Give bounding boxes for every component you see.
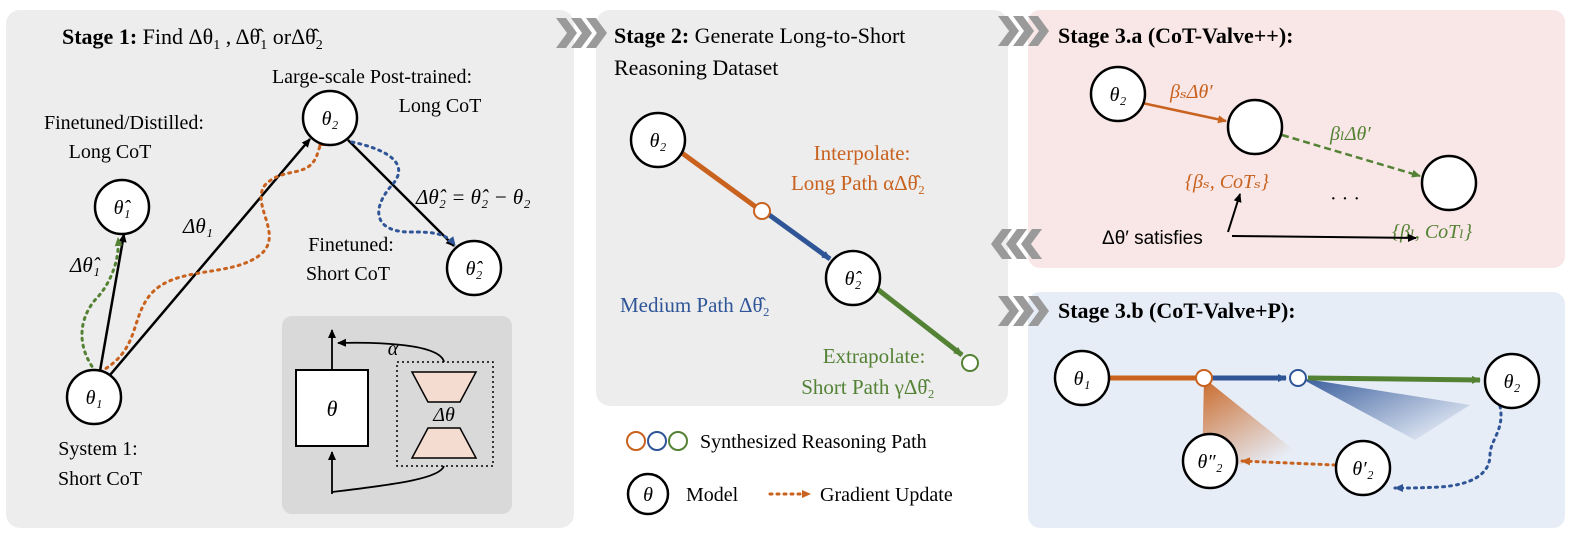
stage2-synth-point-green <box>961 354 979 372</box>
legend-green-circle <box>668 431 688 451</box>
label-system1-line2: Short CoT <box>58 468 142 490</box>
node-theta2: θ₂ <box>301 89 359 147</box>
stage2-medium-path <box>766 211 832 262</box>
svg-text:θ: θ <box>327 396 338 421</box>
stage3b-synth-point-blue <box>1289 369 1307 387</box>
gradient-path-blue <box>350 140 457 247</box>
stage3a-edge-short-label: βₛΔθ′ <box>1169 81 1213 103</box>
equation-delta-theta2: Δθ̂₂ = θ̂₂ − θ₂ <box>415 185 531 209</box>
legend-model-circle <box>626 472 670 516</box>
stage2-synth-point-orange <box>753 202 771 220</box>
legend-orange-circle <box>626 431 646 451</box>
svg-text:θ″₂: θ″₂ <box>1197 451 1222 473</box>
stage3a-edge-short <box>1141 101 1227 124</box>
legend-model-label: Model <box>686 484 739 506</box>
stage3b-node-theta2-dprime: θ″₂ <box>1181 432 1239 490</box>
legend: Synthesized Reasoning Path θ Model Gradi… <box>626 431 953 516</box>
stage3b-node-theta2-prime: θ′₂ <box>1334 439 1392 497</box>
stage2-panel <box>596 10 1008 406</box>
stage3b-node-theta2: θ₂ <box>1483 352 1541 410</box>
adapter-inset: θ Δθ α <box>282 316 512 514</box>
stage2-extrapolate-line1: Extrapolate: <box>823 344 926 368</box>
node-theta-hat2: θ̂₂ <box>445 239 503 297</box>
legend-blue-circle <box>647 431 667 451</box>
stage3a-arrow-to-long <box>1231 233 1417 242</box>
stage2-interpolate-line1: Interpolate: <box>814 141 911 165</box>
stage3a-edge-long-label: βₗΔθ′ <box>1329 123 1371 145</box>
arrow-theta2-to-theta-hat2 <box>347 139 455 247</box>
stage3b-gradient-blue <box>1393 404 1503 492</box>
gradient-path-orange <box>98 136 326 374</box>
stage3b-panel <box>1028 292 1565 528</box>
chevron-right-icon <box>998 16 1049 46</box>
stage2-long-path <box>680 150 762 213</box>
svg-text:α: α <box>388 338 399 360</box>
stage3b-synth-point-orange <box>1195 369 1213 387</box>
stage3b-title: Stage 3.b (CoT-Valve+P): <box>1058 298 1296 323</box>
label-largescale-line1: Large-scale Post-trained: <box>272 66 472 88</box>
stage3a-node-short <box>1226 98 1284 156</box>
stage3b-fan-blue <box>1300 378 1470 440</box>
stage3a-edge-long <box>1281 133 1421 178</box>
chevron-right-icon <box>998 296 1049 326</box>
stage2-title-line2: Reasoning Dataset <box>614 55 778 80</box>
svg-text:θ₂: θ₂ <box>1504 371 1521 393</box>
stage3a-node-theta2: θ₂ <box>1089 65 1147 123</box>
label-system1-line1: System 1: <box>58 438 137 460</box>
legend-synth-label: Synthesized Reasoning Path <box>700 431 927 453</box>
label-finetuned-line1: Finetuned/Distilled: <box>44 112 204 134</box>
stage2-extrapolate-line2: Short Path γΔθ̂₂ <box>801 375 935 399</box>
svg-text:θ̂₂: θ̂₂ <box>466 258 484 280</box>
stage3a-set-long: {βₗ, CoTₗ} <box>1392 221 1472 243</box>
svg-text:θ₂: θ₂ <box>650 130 667 152</box>
stage3a-set-short: {βₛ, CoTₛ} <box>1185 171 1269 193</box>
stage1-title: Stage 1: Find Δθ1 , Δθ̂1 orΔθ̂2 <box>62 24 323 53</box>
legend-gradient-label: Gradient Update <box>820 484 953 506</box>
stage2-medium-label: Medium Path Δθ̂₂ <box>620 293 770 317</box>
svg-text:θ₂: θ₂ <box>322 108 339 130</box>
label-finetuned-short-line1: Finetuned: <box>308 234 394 256</box>
label-finetuned-short-line2: Short CoT <box>306 263 390 285</box>
stage2-extrapolate-path <box>874 286 964 357</box>
stage2-interpolate-line2: Long Path αΔθ̂₂ <box>791 171 925 195</box>
svg-text:θ̂₁: θ̂₁ <box>114 197 132 219</box>
svg-text:Δθ: Δθ <box>432 404 455 426</box>
svg-text:θ′₂: θ′₂ <box>1352 458 1373 480</box>
svg-text:θ̂₂: θ̂₂ <box>845 268 863 290</box>
chevron-left-icon <box>991 229 1042 259</box>
stage3a-title: Stage 3.a (CoT-Valve++): <box>1058 23 1294 48</box>
label-finetuned-line2: Long CoT <box>69 141 152 163</box>
chevron-right-icon <box>556 18 607 48</box>
stage3b-path-green <box>1307 375 1481 384</box>
stage3a-node-long <box>1420 154 1478 212</box>
label-delta-theta-hat1: Δθ̂₁ <box>69 253 101 277</box>
svg-text:θ₂: θ₂ <box>1110 84 1127 106</box>
stage2-node-theta-hat2: θ̂₂ <box>824 249 882 307</box>
label-delta-theta1: Δθ₁ <box>182 214 213 238</box>
arrow-theta1-to-theta-hat1 <box>98 233 127 372</box>
svg-text:θ₁: θ₁ <box>1074 368 1091 390</box>
stage3a-ellipsis: · · · <box>1330 188 1360 210</box>
svg-text:θ: θ <box>643 484 653 506</box>
stage3b-gradient-orange <box>1240 457 1337 467</box>
gradient-path-green <box>80 236 123 374</box>
label-largescale-line2: Long CoT <box>399 95 482 117</box>
node-theta1: θ₁ <box>65 368 123 426</box>
node-theta-hat1: θ̂₁ <box>93 178 151 236</box>
stage3b-node-theta1: θ₁ <box>1053 349 1111 407</box>
svg-text:θ₁: θ₁ <box>86 387 103 409</box>
stage3a-arrow-to-short <box>1227 193 1242 233</box>
stage3a-satisfies: Δθ′ satisfies <box>1102 228 1203 249</box>
stage2-node-theta2: θ₂ <box>629 111 687 169</box>
stage2-title-line1: Stage 2: Generate Long-to-Short <box>614 23 905 48</box>
